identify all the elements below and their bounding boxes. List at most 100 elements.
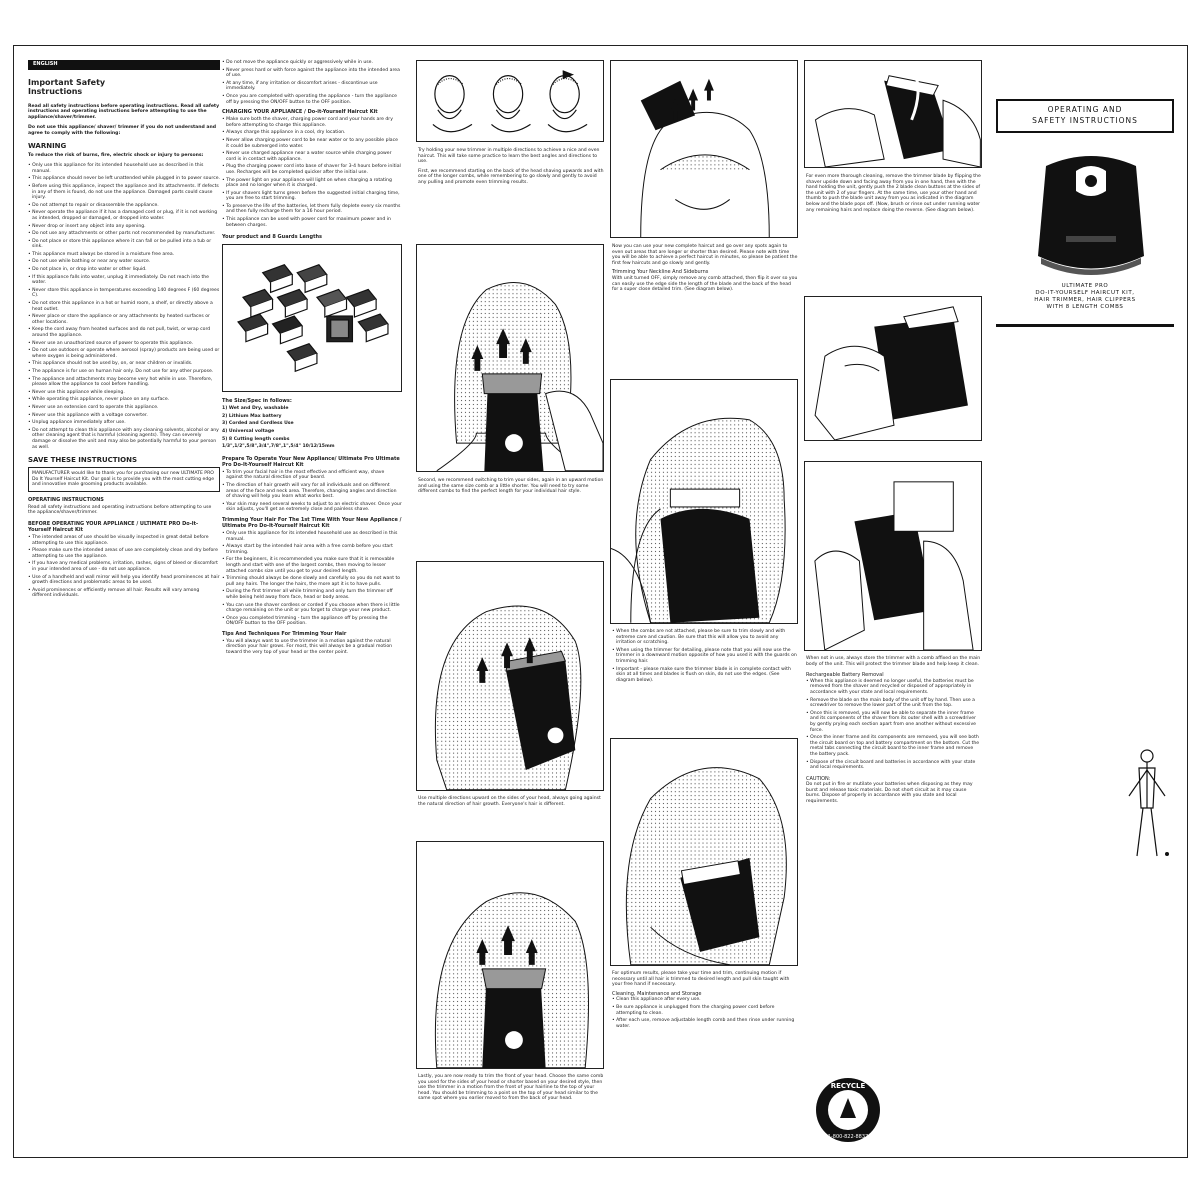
cover-title-line1: OPERATING AND — [1047, 105, 1123, 114]
caption-sides: Second, we recommend switching to trim y… — [418, 478, 604, 495]
safety-title: Important Safety Instructions — [28, 77, 106, 96]
list-item: • Trimming should always be done slowly … — [222, 576, 401, 587]
intro-text: Read all safety instructions before oper… — [28, 103, 220, 120]
warning-heading: WARNING — [28, 141, 67, 150]
intro-text-2: Do not use this appliance/ shaver/ trimm… — [28, 125, 217, 136]
language-label: ENGLISH — [28, 60, 220, 70]
list-item: • Use of a handheld and wall mirror will… — [28, 574, 220, 586]
list-item: • If this appliance falls into water, un… — [28, 274, 209, 286]
list-item: • The appliance and attachments may beco… — [28, 376, 213, 388]
list-item: • After each use, remove adjustable leng… — [612, 1018, 795, 1029]
caption-finish-text: Now you can use your new complete haircu… — [612, 244, 798, 266]
list-item: • This appliance should not be used by, … — [28, 361, 193, 367]
list-item: • The intended areas of use should be vi… — [28, 535, 209, 546]
warning-subtitle: To reduce the risk of burns, fire, elect… — [28, 152, 204, 158]
prepare-list: • To trim your facial hair in the most e… — [222, 470, 402, 513]
caption-front: Lastly, you are now ready to trim the fr… — [418, 1074, 604, 1102]
list-item: • Only use this appliance for its intend… — [28, 163, 204, 174]
caption-text-2: First, we recommend starting on the back… — [418, 168, 604, 185]
back-of-head-illustration — [416, 244, 604, 472]
seal-phone: 1-800-822-8837 — [828, 1134, 868, 1140]
prepare-heading: Prepare To Operate Your New Appliance/ U… — [222, 455, 400, 468]
list-item: • Never press hard or with force against… — [222, 67, 400, 79]
neckline-heading: Trimming Your Neckline And Sideburns — [612, 269, 709, 276]
list-item: • Only use this appliance for its intend… — [222, 530, 398, 542]
list-item: • Once you are completed with operating … — [222, 93, 397, 105]
list-item: • Your skin may need several weeks to ad… — [222, 501, 402, 513]
three-heads-illustration — [416, 60, 604, 142]
list-item: • When using the trimmer for detailing, … — [612, 647, 797, 664]
list-item: • Never use an extension cord to operate… — [28, 404, 159, 410]
first-trim-heading: Trimming Your Hair For The 1st Time With… — [222, 516, 402, 529]
caution-heading: CAUTION: — [806, 775, 831, 782]
list-item: • Never place or store the appliance or … — [28, 314, 210, 325]
list-item: • Always charge this appliance in a cool… — [222, 130, 346, 136]
front-of-head-illustration — [416, 841, 604, 1069]
cleaning-list: • Clean this appliance after every use.•… — [612, 997, 798, 1029]
list-item: • You will always want to use the trimme… — [222, 638, 393, 656]
battery-list: • When this appliance is deemed no longe… — [806, 679, 982, 771]
cleaning-heading: Cleaning, Maintenance and Storage — [612, 990, 702, 997]
operating-text: Read all safety instructions and operati… — [28, 504, 212, 516]
specs-heading: The Size/Spec in follows: — [222, 398, 292, 405]
list-item: 1) Wet and Dry, washable — [222, 406, 289, 412]
cover-title-line2: SAFETY INSTRUCTIONS — [1032, 116, 1138, 125]
list-item: • For the beginners, it is recommended y… — [222, 557, 395, 574]
list-item: • Be sure appliance is unplugged from th… — [612, 1004, 775, 1016]
charging-list: • Make sure both the shaver, charging po… — [222, 117, 402, 228]
list-item: • Always start by the intended hair area… — [222, 544, 393, 555]
sideburns-illustration — [610, 738, 798, 966]
blade-replace-illustration — [804, 296, 982, 441]
recycle-seal: RECYCLE 1-800-822-8837 — [814, 1076, 882, 1144]
list-item: • Dispose of the circuit board and batte… — [806, 759, 976, 771]
battery-heading: Rechargeable Battery Removal — [806, 672, 884, 679]
list-item: 3) Corded and Cordless Use — [222, 421, 294, 427]
list-item: • Do not attempt to clean this appliance… — [28, 427, 219, 450]
list-item: • Please make sure the intended areas of… — [28, 548, 218, 559]
storage-text: When not in use, always store the trimme… — [806, 656, 981, 667]
list-item: • You can use the shaver cordless or cor… — [222, 602, 400, 614]
cover-sub-1: ULTIMATE PRO — [1061, 283, 1109, 289]
list-item: • Avoid prominences or efficiently remov… — [28, 587, 200, 599]
before-operating-heading: BEFORE OPERATING YOUR APPLIANCE / ULTIMA… — [28, 521, 199, 534]
caption-side-directions: Use multiple directions upward on the si… — [418, 796, 601, 807]
list-item: • When the combs are not attached, pleas… — [612, 629, 786, 646]
list-item: • Do not store this appliance in a hot o… — [28, 301, 213, 312]
list-item: 2) Lithium Max battery — [222, 413, 282, 419]
list-item: • Do not place in, or drop into water or… — [28, 267, 147, 273]
cover-sub-2: DO-IT-YOURSELF HAIRCUT KIT, — [1035, 290, 1135, 296]
tips-heading: Tips And Techniques For Trimming Your Ha… — [222, 630, 347, 637]
guards-illustration — [222, 244, 402, 393]
blade-removal-illustration — [804, 60, 982, 168]
top-trim-illustration — [610, 60, 798, 238]
warning-list: • Only use this appliance for its intend… — [28, 163, 220, 450]
list-item: • This appliance should never be left un… — [28, 176, 221, 182]
list-item: • At any time, if any irritation or disc… — [222, 80, 378, 92]
cover-sub-3: HAIR TRIMMER, HAIR CLIPPERS — [1034, 297, 1136, 303]
list-item: • Once you completed trimming - turn the… — [222, 615, 388, 627]
list-item: • If your shavers light turns green befo… — [222, 190, 400, 202]
list-item: • To trim your facial hair in the most e… — [222, 469, 385, 481]
list-item: • Never use charged appliance near a wat… — [222, 151, 392, 162]
list-item: • The power light on your appliance will… — [222, 177, 392, 189]
instruction-sheet: ENGLISH Important Safety Instructions Re… — [13, 45, 1188, 1158]
optimum-text: For optimum results, please take your ti… — [612, 971, 790, 988]
caution-text: Do not put in fire or mutilate your batt… — [806, 782, 973, 805]
list-item: • Never allow charging power cord to be … — [222, 137, 398, 149]
caption-optimum: For optimum results, please take your ti… — [612, 971, 798, 1031]
list-item: 5) 8 Cutting length combs — [222, 436, 290, 442]
list-item: • To preserve the life of the batteries,… — [222, 203, 401, 215]
caption-cleaning-blade: For even more thorough cleaning, remove … — [806, 174, 981, 213]
list-item: • Once the inner frame and its component… — [806, 735, 980, 757]
column-2: • Do not move the appliance quickly or a… — [222, 60, 402, 658]
side-of-head-illustration — [416, 561, 604, 791]
list-item: • This appliance can be used with power … — [222, 217, 391, 228]
list-item: • Remove the blade on the main body of t… — [806, 697, 975, 709]
list-item: • During the first trimmer all while tri… — [222, 589, 393, 600]
list-item: • Make sure both the shaver, charging po… — [222, 117, 393, 128]
tips-list: • You will always want to use the trimme… — [222, 639, 402, 656]
save-heading: SAVE THESE INSTRUCTIONS — [28, 456, 138, 465]
list-item: • Once this is removed, you will now be … — [806, 710, 976, 733]
neckline-illustration — [610, 379, 798, 624]
